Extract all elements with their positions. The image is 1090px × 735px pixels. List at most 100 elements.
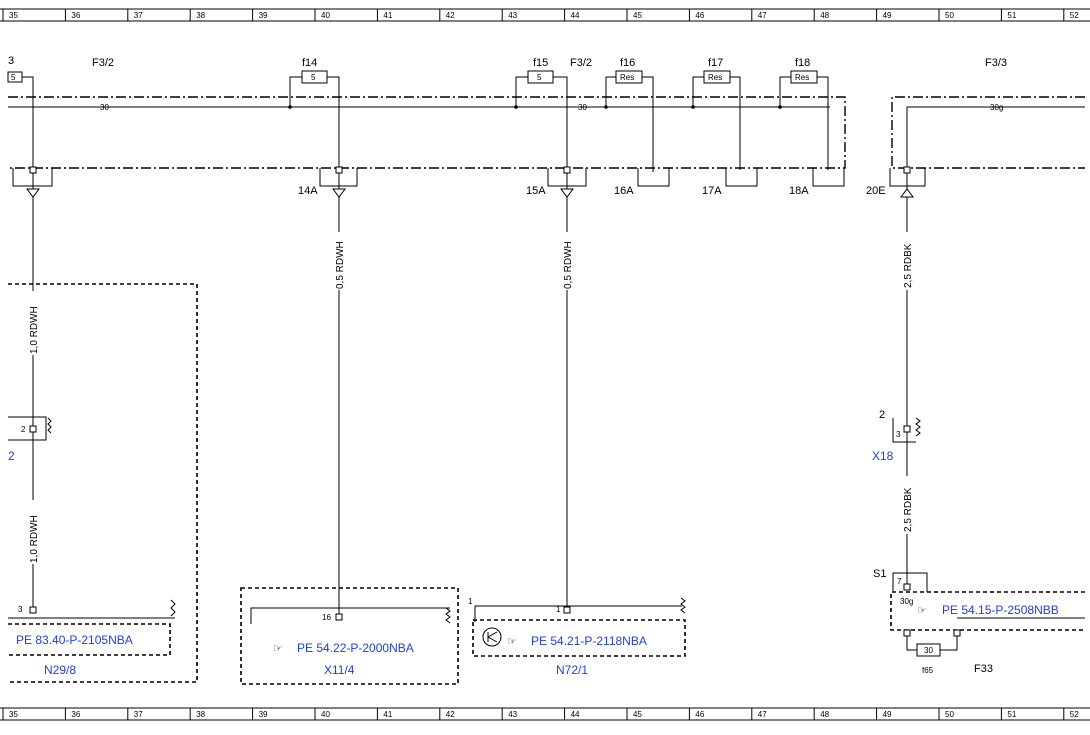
- fuse-f14-label: f14: [302, 57, 317, 69]
- bus-label-30g: 30g: [990, 103, 1003, 112]
- connector-x18-pin: 3: [896, 430, 901, 439]
- svg-text:1,0 RDWH: 1,0 RDWH: [29, 515, 40, 563]
- hand-pointer-icon: ☞: [507, 636, 517, 648]
- bottom-ruler-number: 39: [259, 710, 268, 719]
- terminal-16A: 16A: [614, 185, 634, 197]
- connector-left: 2 2: [8, 416, 52, 463]
- component-name: F33: [974, 663, 993, 675]
- component-name: N29/8: [44, 663, 76, 677]
- top-ruler-number: 48: [820, 11, 829, 20]
- svg-text:2,5 RDBK: 2,5 RDBK: [903, 487, 914, 532]
- fuse-partial: 3 5: [7, 55, 34, 168]
- connector-pin: 3: [18, 605, 23, 614]
- component-name: X11/4: [324, 663, 355, 677]
- fuse-f17: f17 Res: [691, 57, 741, 170]
- fuse-f65-value: 30: [924, 646, 933, 655]
- fuse-f16-label: f16: [620, 57, 635, 69]
- top-ruler-number: 46: [695, 11, 704, 20]
- arrow-symbols: [26, 173, 914, 198]
- top-ruler-number: 37: [134, 11, 143, 20]
- top-ruler-number: 49: [883, 11, 892, 20]
- top-ruler-number: 38: [196, 11, 205, 20]
- bottom-ruler-number: 37: [134, 710, 143, 719]
- wire-label-4: 0,5 RDWH: [560, 232, 574, 290]
- hand-pointer-icon: ☞: [273, 643, 283, 655]
- bottom-ruler-number: 51: [1007, 710, 1016, 719]
- component-name: N72/1: [556, 663, 588, 677]
- top-ruler-number: 51: [1007, 11, 1016, 20]
- reference-link[interactable]: PE 54.21-P-2118NBA: [531, 634, 647, 648]
- block-label-f3-2-mid: F3/2: [570, 57, 592, 69]
- terminal-18A: 18A: [789, 185, 809, 197]
- fuse-f18: f18 Res: [778, 57, 829, 170]
- top-ruler-number: 39: [259, 11, 268, 20]
- top-ruler-number: 36: [71, 11, 80, 20]
- component-N72-1: 1 1 ☞ PE 54.21-P-2118NBA N72/1: [468, 597, 686, 677]
- component-F33: S1 7 30g ☞ PE 54.15-P-2508NBB 30 f65 F33: [873, 568, 1085, 675]
- top-ruler-number: 41: [383, 11, 392, 20]
- bottom-ruler-number: 49: [883, 710, 892, 719]
- fuse-f18-value: Res: [795, 73, 809, 82]
- fuse-f17-label: f17: [708, 57, 723, 69]
- svg-text:1,0 RDWH: 1,0 RDWH: [29, 306, 40, 354]
- fuse-f65-label: f65: [922, 666, 934, 675]
- wire-label-5: 2,5 RDBK: [900, 232, 914, 290]
- switch-S1-label: S1: [873, 568, 886, 580]
- bottom-ruler-number: 47: [758, 710, 767, 719]
- terminal-15A: 15A: [526, 185, 546, 197]
- fuse-block-f3-3: [891, 96, 1085, 169]
- top-ruler-number: 44: [571, 11, 580, 20]
- fuse-partial-label: 3: [8, 55, 14, 67]
- svg-text:0,5 RDWH: 0,5 RDWH: [335, 241, 346, 289]
- wire-label-6: 2,5 RDBK: [900, 476, 914, 534]
- wire-label-2: 1,0 RDWH: [26, 500, 40, 564]
- connector-x18-name: X18: [872, 449, 894, 463]
- bottom-ruler-number: 43: [508, 710, 517, 719]
- terminal-20E: 20E: [866, 185, 886, 197]
- block-label-f3-2-left: F3/2: [92, 57, 114, 69]
- top-ruler-number: 35: [9, 11, 18, 20]
- hand-pointer-icon: ☞: [917, 605, 927, 617]
- reference-link[interactable]: PE 83.40-P-2105NBA: [16, 633, 133, 647]
- bus-label-30g: 30g: [900, 597, 913, 606]
- switch-S1-pin: 7: [897, 577, 902, 586]
- fuse-f16: f16 Res: [604, 57, 654, 170]
- fuse-f15-value: 5: [537, 73, 542, 82]
- transistor-icon: [482, 627, 502, 647]
- bottom-ruler-number: 50: [945, 710, 954, 719]
- reference-link[interactable]: PE 54.15-P-2508NBB: [942, 603, 1059, 617]
- bottom-ruler-number: 52: [1070, 710, 1079, 719]
- fuse-f15: f15 5: [514, 57, 568, 168]
- bottom-ruler-number: 45: [633, 710, 642, 719]
- top-ruler-number: 42: [446, 11, 455, 20]
- wire-label-3: 0,5 RDWH: [332, 232, 346, 290]
- corner-pin: 1: [468, 597, 473, 606]
- wire-label-1: 1,0 RDWH: [26, 291, 40, 355]
- connector-pin: 16: [322, 613, 331, 622]
- fuse-f17-value: Res: [708, 73, 722, 82]
- fuse-partial-value: 5: [11, 73, 16, 82]
- component-X11-4: 16 ☞ PE 54.22-P-2000NBA X11/4: [240, 587, 459, 685]
- wires: [32, 197, 908, 618]
- fuse-f16-value: Res: [620, 73, 634, 82]
- bottom-ruler-number: 35: [9, 710, 18, 719]
- bottom-ruler-number: 41: [383, 710, 392, 719]
- top-ruler-number: 47: [758, 11, 767, 20]
- bottom-ruler-number: 40: [321, 710, 330, 719]
- top-ruler-number: 52: [1070, 11, 1079, 20]
- top-ruler-number: 50: [945, 11, 954, 20]
- top-ruler-number: 40: [321, 11, 330, 20]
- connector-x18-top-pin: 2: [879, 409, 885, 421]
- connector-X18: 2 3 X18: [872, 409, 921, 463]
- terminal-17A: 17A: [702, 185, 722, 197]
- bottom-ruler-number: 44: [571, 710, 580, 719]
- bottom-ruler-number: 48: [820, 710, 829, 719]
- fuse-block-f3-2: [8, 96, 846, 169]
- svg-text:2,5 RDBK: 2,5 RDBK: [903, 243, 914, 288]
- reference-link[interactable]: PE 54.22-P-2000NBA: [297, 641, 414, 655]
- terminal-pockets: [12, 168, 926, 187]
- fuse-f14: f14 5: [288, 57, 340, 168]
